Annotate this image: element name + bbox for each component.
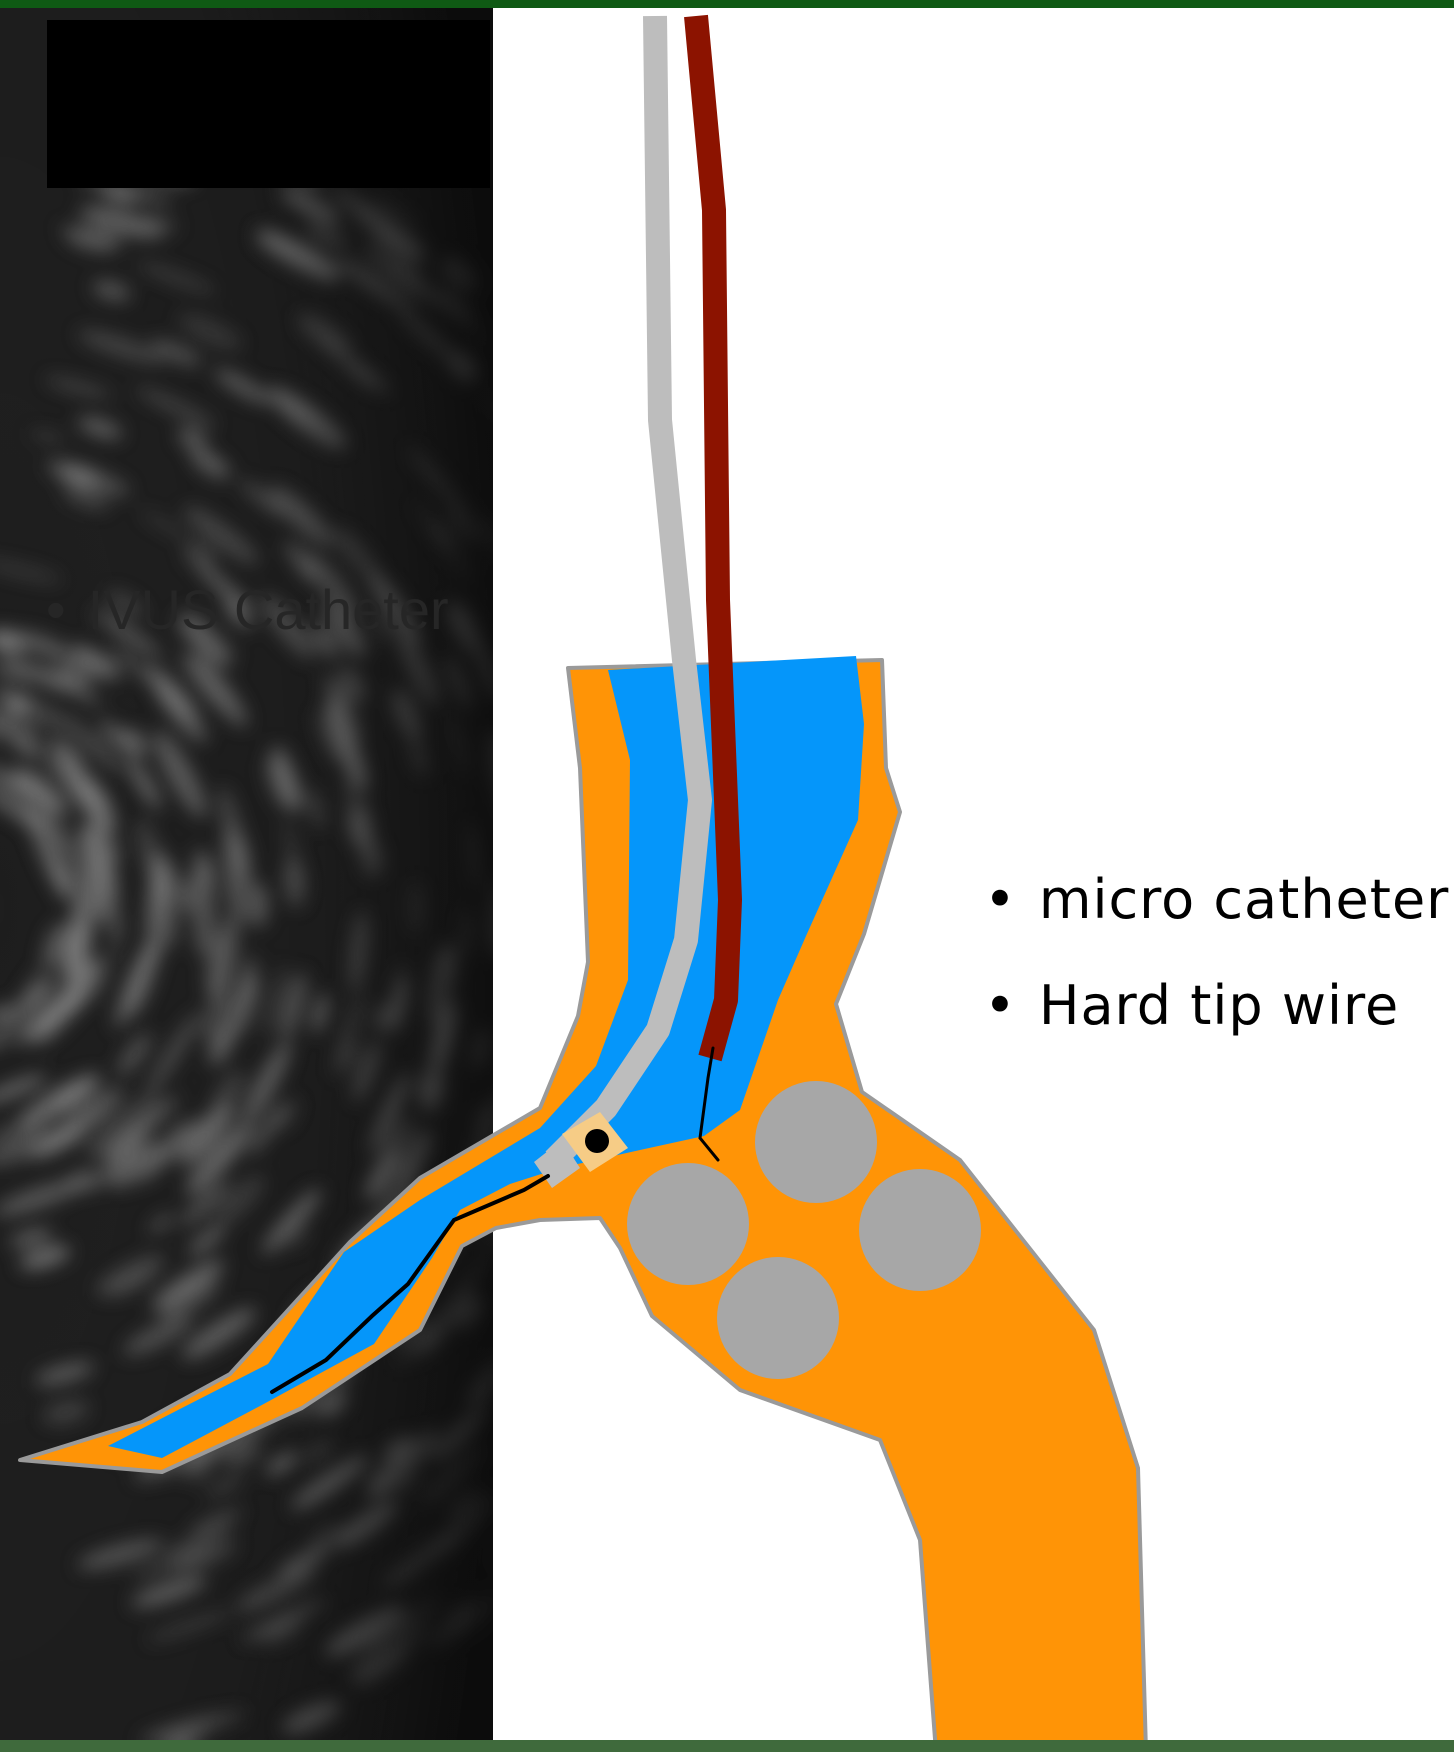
ivus-catheter-label: • IVUS Catheter — [46, 578, 449, 642]
ivus-catheter-text: IVUS Catheter — [88, 578, 449, 641]
bottom-frame-bar — [0, 1740, 1454, 1752]
plaque-circle — [755, 1081, 877, 1203]
bullet-dot-icon: • — [984, 868, 1017, 932]
hard-tip-wire-text: Hard tip wire — [1039, 974, 1399, 1037]
vessel-wall — [20, 660, 1146, 1752]
bullet-dot-icon: • — [984, 974, 1017, 1038]
micro-catheter-text: micro catheter — [1039, 868, 1450, 931]
bullet-dot-icon: • — [46, 578, 66, 642]
plaque-circle — [859, 1169, 981, 1291]
plaque-circle — [717, 1257, 839, 1379]
plaque-circle — [627, 1163, 749, 1285]
micro-catheter-label: • micro catheter — [984, 868, 1449, 932]
hard-tip-wire-label: • Hard tip wire — [984, 974, 1399, 1038]
transducer-dot-icon — [585, 1129, 609, 1153]
